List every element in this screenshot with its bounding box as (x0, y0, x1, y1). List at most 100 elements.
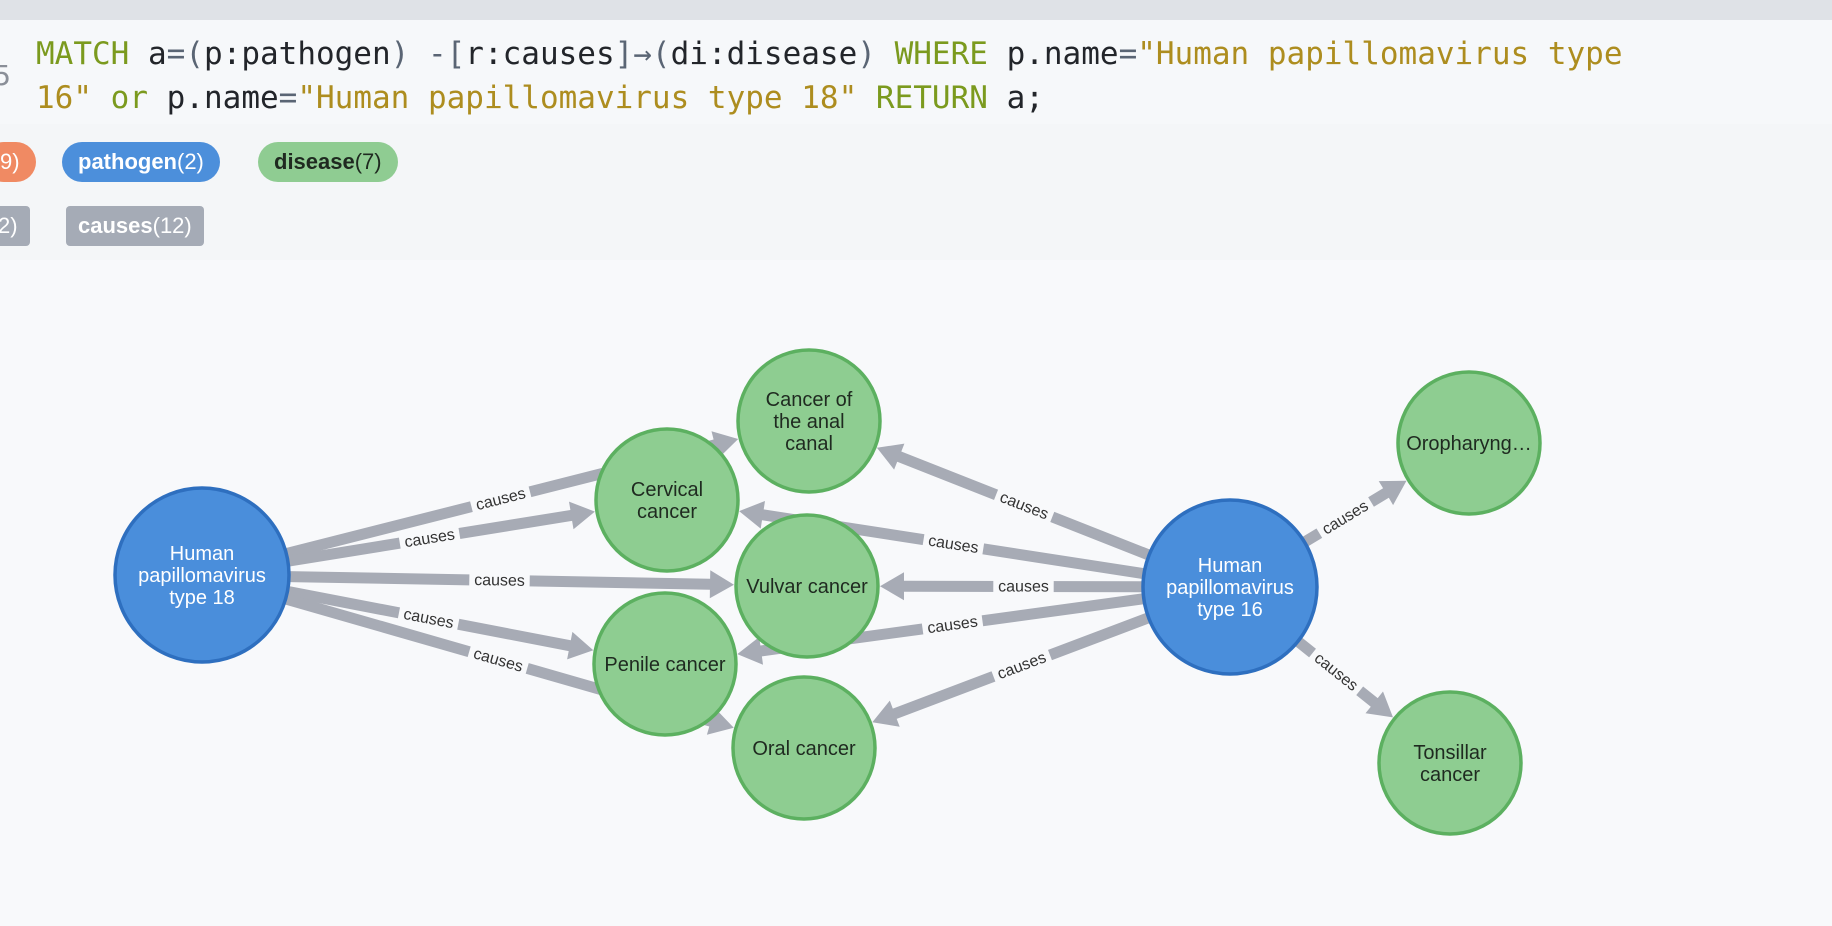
disease-node[interactable]: Penile cancer (592, 591, 738, 737)
causes-relationship[interactable]: causes (737, 593, 1145, 665)
top-bar (0, 0, 1832, 21)
disease-node-circle[interactable] (731, 675, 877, 821)
all-nodes-count: 9) (0, 149, 20, 174)
node-caption: type 18 (169, 587, 235, 609)
node-caption: Human (170, 543, 234, 565)
code-token: p:pathogen (204, 36, 391, 72)
node-caption: Cancer of (766, 389, 853, 411)
relationship-label-bg (398, 523, 462, 553)
node-caption: papillomavirus (1166, 577, 1294, 599)
query-line-1[interactable]: MATCH a=(p:pathogen) -[r:causes]→(di:dis… (36, 32, 1623, 76)
disease-node-circle[interactable] (736, 348, 882, 494)
causes-type-count: (12) (152, 213, 192, 238)
relationship-label-bg (1306, 645, 1366, 699)
code-token: ) -[ (390, 36, 466, 72)
causes-relationship[interactable]: causes (739, 501, 1145, 580)
disease-label-name: disease (274, 149, 355, 174)
relationship-label: causes (1311, 650, 1361, 695)
pathogen-label-badge[interactable]: pathogen(2) (62, 142, 220, 182)
code-token: 16" (36, 80, 92, 116)
all-relationships-badge[interactable]: 2) (0, 206, 30, 246)
relationship-label-group: causes (1306, 645, 1366, 699)
node-caption: Oral cancer (752, 738, 856, 760)
code-token: ]→( (614, 36, 671, 72)
graph-canvas[interactable]: causes causes causes causes causes causes caus… (0, 260, 1832, 926)
causes-type-badge[interactable]: causes(12) (66, 206, 204, 246)
relationship-label-bg (469, 569, 530, 591)
node-caption: Penile cancer (604, 654, 726, 676)
causes-relationship[interactable]: causes (1294, 637, 1394, 718)
code-token: r:causes (465, 36, 615, 72)
all-nodes-badge[interactable]: 9) (0, 142, 36, 182)
causes-relationship[interactable]: causes (1301, 480, 1407, 547)
disease-node-circle[interactable] (1377, 690, 1523, 836)
code-token: RETURN (875, 80, 988, 116)
code-token: p.name (148, 80, 279, 116)
code-token: "Human papillomavirus type 18" (297, 80, 858, 116)
relationship-label-group: causes (989, 645, 1054, 686)
relationship-label: causes (998, 578, 1049, 595)
node-caption: Cervical (631, 479, 703, 501)
code-token: ) (857, 36, 895, 72)
relationship-label: causes (997, 489, 1050, 523)
relationship-label-group: causes (992, 485, 1056, 527)
node-caption: Tonsillar (1413, 742, 1487, 764)
causes-relationship[interactable]: causes (288, 569, 734, 599)
relationship-label-bg (468, 482, 533, 517)
disease-node[interactable]: Vulvar cancer (734, 513, 880, 659)
relationship-label-bg (922, 529, 985, 559)
disease-node-circle[interactable] (1396, 370, 1542, 516)
code-token: MATCH (36, 36, 130, 72)
code-token: di:disease (670, 36, 858, 72)
relationship-label-bg (992, 485, 1056, 527)
relationship-label: causes (927, 533, 980, 558)
disease-node-circle[interactable] (594, 427, 740, 573)
code-token: = (1118, 36, 1138, 72)
pathogen-label-count: (2) (177, 149, 204, 174)
disease-node[interactable]: Oral cancer (731, 675, 877, 821)
code-token: "Human papillomavirus type (1137, 36, 1623, 72)
relationship-label-group: causes (993, 576, 1054, 597)
relationship-label-group: causes (468, 482, 533, 517)
relationship-label-bg (397, 603, 461, 635)
code-token: or (110, 80, 148, 116)
pathogen-node-circle[interactable] (113, 486, 291, 664)
node-caption: Human (1198, 555, 1262, 577)
relationship-label-bg (921, 610, 984, 639)
node-caption: papillomavirus (138, 565, 266, 587)
relationship-label-bg (466, 642, 530, 679)
relationship-label: causes (995, 649, 1048, 683)
query-line-2[interactable]: 16" or p.name="Human papillomavirus type… (36, 76, 1044, 120)
code-token: p.name (987, 36, 1119, 72)
relationship-label-bg (1314, 493, 1377, 542)
relationship-label-bg (989, 645, 1054, 686)
code-token: = (278, 80, 298, 116)
relationship-label-group: causes (469, 569, 530, 591)
node-caption: type 16 (1197, 599, 1263, 621)
disease-node-circle[interactable] (734, 513, 880, 659)
pathogen-label-name: pathogen (78, 149, 177, 174)
edges-layer: causes causes causes causes causes causes caus… (284, 431, 1407, 735)
causes-relationship[interactable]: causes (880, 572, 1143, 601)
query-editor[interactable]: 5 MATCH a=(p:pathogen) -[r:causes]→(di:d… (0, 20, 1832, 124)
disease-node-circle[interactable] (592, 591, 738, 737)
code-token: =( (166, 36, 204, 72)
relationship-label-group: causes (921, 610, 984, 639)
code-token (92, 80, 111, 116)
pathogen-node-circle[interactable] (1141, 498, 1319, 676)
disease-node[interactable]: Oropharyng… (1396, 370, 1542, 516)
graph-svg[interactable]: causes causes causes causes causes causes caus… (0, 260, 1832, 926)
disease-label-badge[interactable]: disease(7) (258, 142, 398, 182)
all-relationships-count: 2) (0, 213, 18, 238)
relationship-label-group: causes (1314, 493, 1377, 542)
causes-type-name: causes (78, 213, 153, 238)
code-token: WHERE (894, 36, 988, 72)
relationship-label-bg (993, 576, 1054, 597)
relationship-label-group: causes (466, 642, 530, 679)
